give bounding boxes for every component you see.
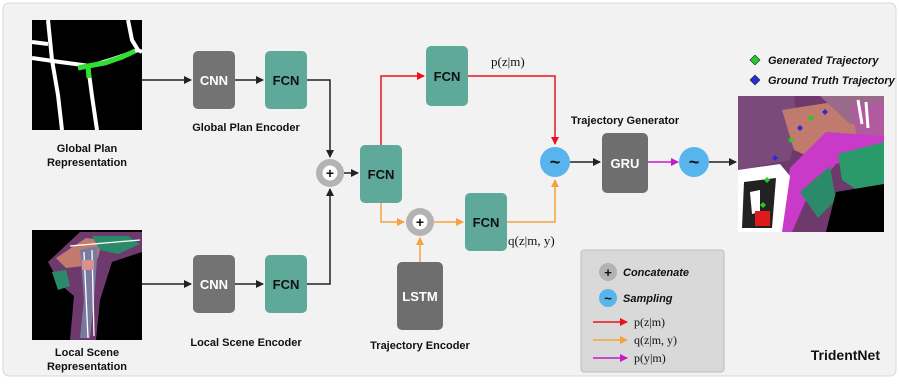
arrow-local-fcn-to-concat (307, 188, 334, 285)
concat-symbol-posterior: + (416, 214, 424, 230)
local-fcn-block (265, 255, 307, 313)
lstm-block (397, 262, 443, 330)
legend-concatenate-text: Concatenate (623, 267, 689, 279)
trajectory-generator-label: Trajectory Generator (571, 115, 680, 127)
blue-diamond-icon (749, 74, 761, 86)
posterior-fcn-label: FCN (473, 215, 500, 230)
arrow-posterior-fcn-to-sampling (507, 179, 559, 223)
concat-symbol-main: + (326, 165, 334, 181)
sampling-node-main (540, 147, 570, 177)
legend-prior-text: p(z|m) (634, 315, 665, 329)
sampling-symbol-output: ~ (689, 152, 700, 172)
sampling-node-output (679, 147, 709, 177)
legend-output-text: p(y|m) (634, 351, 666, 365)
legend-concat-symbol: + (604, 265, 612, 280)
output-trajectory-image (738, 96, 884, 232)
concat-node-main-inner (322, 165, 338, 181)
local-cnn-label: CNN (200, 277, 228, 292)
posterior-label: q(z|m, y) (508, 233, 555, 248)
legend-ground-truth-text: Ground Truth Trajectory (768, 75, 896, 87)
legend-sampling-text: Sampling (623, 293, 673, 305)
legend-box (580, 249, 725, 373)
prior-fcn-block (426, 46, 468, 106)
lstm-label: LSTM (402, 289, 437, 304)
local-scene-encoder-label: Local Scene Encoder (190, 337, 302, 349)
prior-fcn-label: FCN (434, 69, 461, 84)
local-fcn-label: FCN (273, 277, 300, 292)
green-diamond-icon (749, 54, 761, 66)
global-cnn-block (193, 51, 235, 109)
trajectory-encoder-label: Trajectory Encoder (370, 340, 470, 352)
central-fcn-label: FCN (368, 167, 395, 182)
central-fcn-block (360, 145, 402, 203)
legend-sampling-icon (599, 289, 617, 307)
global-plan-label-line2: Representation (47, 157, 127, 169)
global-cnn-label: CNN (200, 73, 228, 88)
arrow-central-to-prior-fcn (380, 72, 425, 145)
local-cnn-block (193, 255, 235, 313)
concat-node-posterior-inner (412, 214, 428, 230)
gru-block (602, 133, 648, 193)
local-scene-label-line1: Local Scene (55, 347, 119, 359)
global-plan-label-line1: Global Plan (57, 143, 118, 155)
model-name: TridentNet (811, 347, 881, 363)
local-scene-image (32, 230, 142, 340)
posterior-fcn-block (465, 193, 507, 251)
prior-label: p(z|m) (491, 54, 525, 69)
legend-posterior-text: q(z|m, y) (634, 333, 677, 347)
arrow-central-to-concat-post (380, 203, 405, 226)
gru-label: GRU (611, 156, 640, 171)
legend-concat-icon (599, 263, 617, 281)
global-plan-encoder-label: Global Plan Encoder (192, 122, 300, 134)
legend-sampling-symbol: ~ (604, 291, 612, 306)
legend-generated-text: Generated Trajectory (768, 55, 879, 67)
global-fcn-label: FCN (273, 73, 300, 88)
local-scene-label-line2: Representation (47, 361, 127, 373)
arrow-global-fcn-to-concat (307, 79, 334, 158)
global-fcn-block (265, 51, 307, 109)
sampling-symbol-main: ~ (550, 152, 561, 172)
global-plan-image (31, 19, 143, 131)
arrow-prior-fcn-to-sampling (468, 75, 559, 145)
